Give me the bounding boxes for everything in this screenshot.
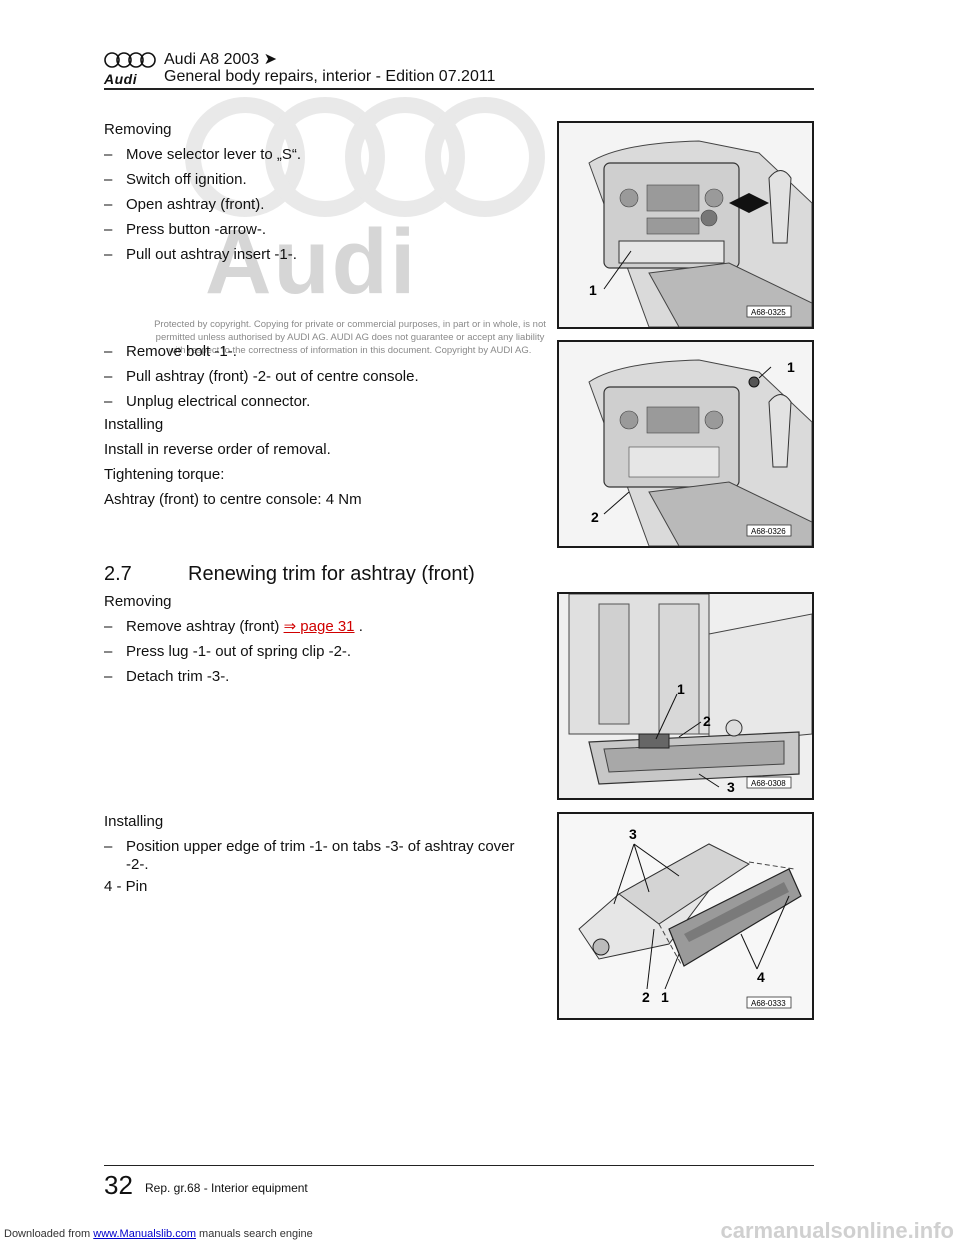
watermark-brand: Audi [205, 211, 418, 313]
installing-heading: Installing [104, 416, 164, 433]
footer-chapter: Rep. gr.68 - Interior equipment [145, 1181, 308, 1195]
figure-ashtray-trim: 1 2 3 A68-0308 [557, 592, 814, 800]
removing-heading: Removing [104, 121, 172, 138]
removing-heading: Removing [104, 593, 172, 610]
list-item: –Open ashtray (front). [104, 196, 265, 213]
callout-2: 2 [642, 989, 650, 1005]
callout-4: 4 [757, 969, 765, 985]
list-item: –Position upper edge of trim -1- on tabs… [104, 838, 515, 873]
download-note: Downloaded from www.Manualslib.com manua… [4, 1228, 313, 1240]
callout-3: 3 [727, 779, 735, 795]
list-item: –Move selector lever to „S“. [104, 146, 302, 163]
header-model: Audi A8 2003 ➤ [164, 51, 278, 68]
figure-ashtray-bolt: 1 2 A68-0326 [557, 340, 814, 548]
list-item: –Pull ashtray (front) -2- out of centre … [104, 368, 419, 385]
figure-ashtray-insert: 1 A68-0325 [557, 121, 814, 329]
callout-1: 1 [661, 989, 669, 1005]
torque-label: Tightening torque: [104, 466, 225, 483]
list-item: –Press lug -1- out of spring clip -2-. [104, 643, 352, 660]
callout-1: 1 [677, 681, 685, 697]
list-item: –Remove bolt -1-. [104, 343, 237, 360]
callout-2: 2 [591, 509, 599, 525]
list-item: – Remove ashtray (front) ⇒ page 31 . [104, 618, 363, 635]
list-item: –Switch off ignition. [104, 171, 247, 188]
figure-code: A68-0326 [751, 527, 786, 536]
list-item: –Pull out ashtray insert -1-. [104, 246, 297, 263]
figure-code: A68-0308 [751, 779, 786, 788]
section-title: Renewing trim for ashtray (front) [188, 563, 475, 585]
audi-wordmark: Audi [104, 71, 138, 87]
copyright-notice: Protected by copyright. Copying for priv… [154, 319, 546, 356]
section-number: 2.7 [104, 563, 132, 585]
installing-heading: Installing [104, 813, 164, 830]
manualslib-link[interactable]: www.Manualslib.com [93, 1228, 196, 1240]
page-number: 32 [104, 1170, 133, 1200]
torque-value: Ashtray (front) to centre console: 4 Nm [104, 491, 362, 508]
header-rule [104, 88, 814, 90]
legend-item: 4 - Pin [104, 878, 148, 895]
callout-1: 1 [787, 359, 795, 375]
callout-2: 2 [703, 713, 711, 729]
section-heading: 2.7 Renewing trim for ashtray (front) [104, 563, 524, 589]
list-item: –Unplug electrical connector. [104, 393, 311, 410]
callout-1: 1 [589, 282, 597, 298]
site-watermark: carmanualsonline.info [720, 1218, 955, 1243]
list-item: –Press button -arrow-. [104, 221, 267, 238]
install-text: Install in reverse order of removal. [104, 441, 331, 458]
figure-ashtray-cover: 3 4 2 1 A68-0333 [557, 812, 814, 1020]
figure-code: A68-0325 [751, 308, 786, 317]
footer-rule [104, 1165, 814, 1166]
header-title: General body repairs, interior - Edition… [164, 68, 496, 85]
watermark-rings [185, 97, 545, 217]
callout-3: 3 [629, 826, 637, 842]
list-item: –Detach trim -3-. [104, 668, 230, 685]
figure-code: A68-0333 [751, 999, 786, 1008]
page-link[interactable]: ⇒ page 31 [283, 618, 355, 635]
audi-rings-logo [104, 52, 156, 68]
